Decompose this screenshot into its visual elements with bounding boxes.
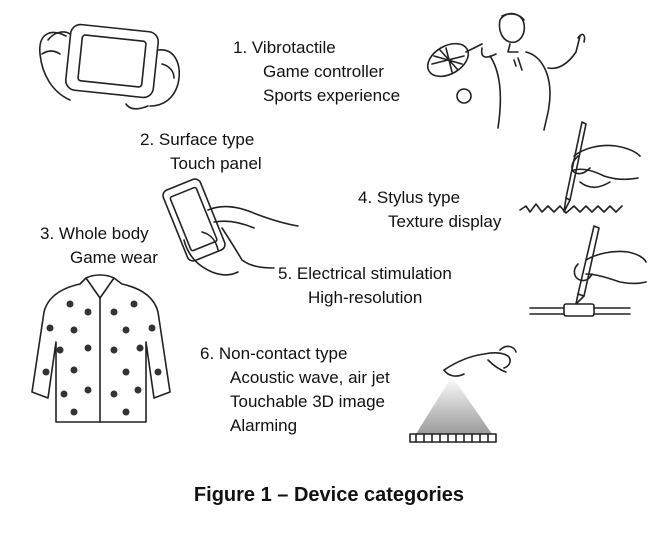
tennis-player-icon (418, 8, 608, 133)
category-item: Sports experience (263, 86, 401, 105)
stylus-electrode-icon (529, 220, 647, 326)
game-controller-icon (30, 14, 190, 114)
category-item: Touch panel (170, 154, 262, 173)
category-heading: 5. Electrical stimulation (278, 264, 452, 283)
category-item: Game controller (263, 62, 384, 81)
category-stylus: 4. Stylus type Texture display (358, 186, 501, 234)
category-item: Texture display (388, 212, 502, 231)
category-heading: 2. Surface type (140, 130, 255, 149)
category-item: Touchable 3D image (230, 392, 385, 411)
category-item: High-resolution (308, 288, 423, 307)
stylus-texture-icon (519, 116, 641, 220)
category-vibrotactile: 1. Vibrotactile Game controller Sports e… (233, 36, 400, 108)
category-item: Acoustic wave, air jet (230, 368, 390, 387)
category-item: Alarming (230, 416, 298, 435)
category-surface: 2. Surface type Touch panel (140, 128, 262, 176)
category-heading: 6. Non-contact type (200, 344, 348, 363)
category-item: Game wear (70, 248, 158, 267)
fingertip-beam-icon (408, 340, 528, 450)
figure-caption: Figure 1 – Device categories (193, 484, 465, 506)
category-non-contact: 6. Non-contact type Acoustic wave, air j… (200, 342, 390, 438)
category-heading: 3. Whole body (40, 224, 149, 243)
category-electrical: 5. Electrical stimulation High-resolutio… (278, 262, 452, 310)
category-heading: 1. Vibrotactile (233, 38, 336, 57)
category-whole-body: 3. Whole body Game wear (40, 222, 158, 270)
jacket-icon (30, 272, 180, 432)
smartphone-hand-icon (162, 170, 304, 280)
category-heading: 4. Stylus type (358, 188, 461, 207)
